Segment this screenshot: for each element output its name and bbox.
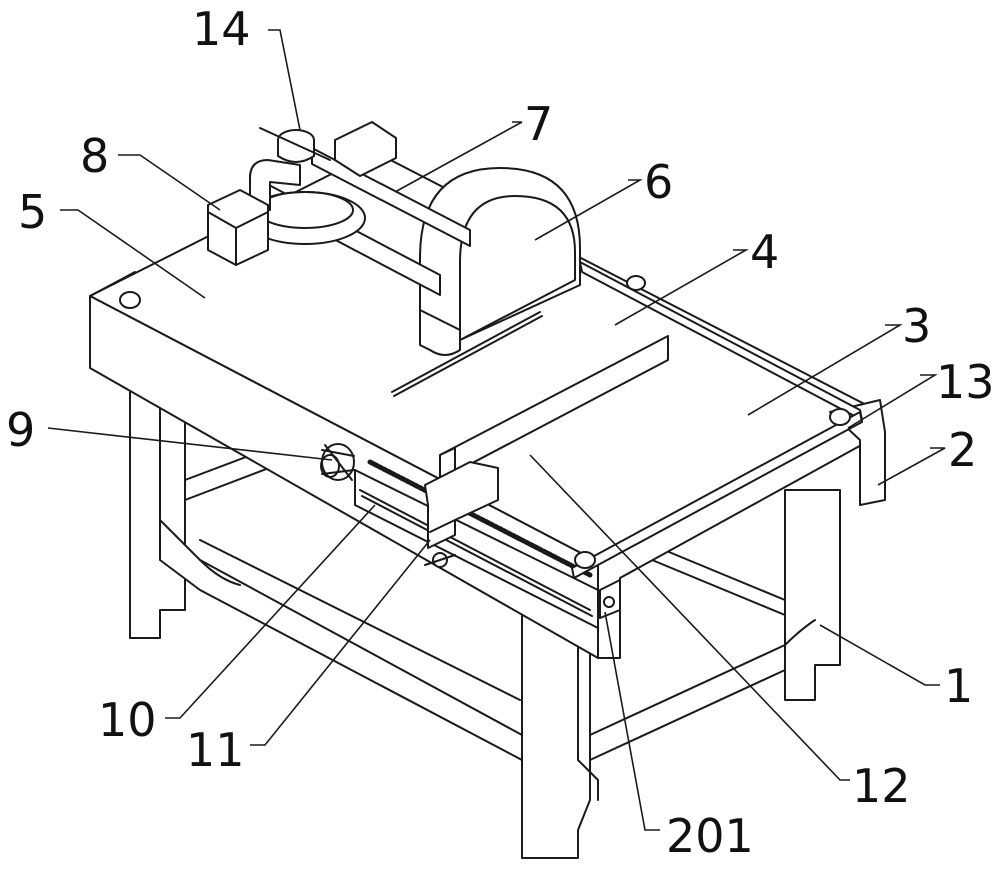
- callout-5: 5: [18, 185, 47, 239]
- rail-assembly: [354, 459, 621, 629]
- leader-7: [394, 121, 523, 193]
- rip-fence: [424, 335, 669, 568]
- callout-4: 4: [750, 225, 779, 279]
- callout-14: 14: [192, 2, 251, 56]
- leader-5: [60, 209, 206, 299]
- callout-11: 11: [186, 723, 245, 777]
- leader-13: [847, 374, 938, 429]
- leader-4: [614, 249, 750, 326]
- leader-9: [47, 427, 333, 461]
- leader-14: [268, 29, 301, 131]
- overhead-arm: [207, 121, 471, 296]
- callout-13: 13: [936, 355, 995, 409]
- callout-8: 8: [80, 129, 109, 183]
- blade-guard: [419, 167, 581, 356]
- callout-7: 7: [524, 97, 553, 151]
- leader-3: [747, 324, 903, 416]
- callout-3: 3: [902, 299, 931, 353]
- adjustment-knob: [320, 443, 355, 481]
- callout-9: 9: [6, 403, 35, 457]
- leader-1: [819, 624, 940, 686]
- leader-201: [604, 611, 660, 831]
- leader-11: [250, 539, 431, 746]
- frame-legs: [129, 329, 841, 859]
- callout-1: 1: [944, 659, 973, 713]
- leader-12: [529, 454, 850, 781]
- callout-201: 201: [666, 809, 754, 863]
- leader-lines: [47, 29, 946, 831]
- callout-2: 2: [948, 423, 977, 477]
- leader-2: [877, 447, 946, 486]
- leader-10: [165, 504, 376, 719]
- callout-12: 12: [852, 759, 911, 813]
- callout-labels: 14 8 7 6 5 4 3 13 2 9 10 11 12 1 201: [6, 2, 995, 863]
- leader-8: [118, 154, 221, 211]
- callout-10: 10: [98, 693, 157, 747]
- callout-6: 6: [644, 155, 673, 209]
- leader-6: [534, 179, 644, 241]
